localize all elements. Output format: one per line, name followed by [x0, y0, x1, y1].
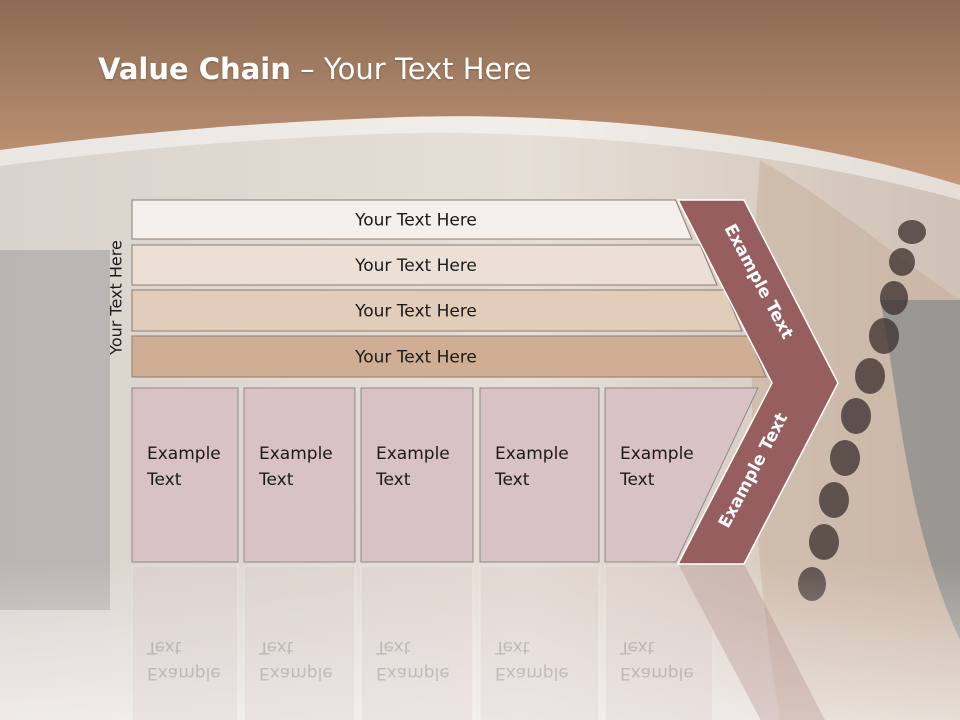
support-row: Your Text Here: [131, 335, 767, 378]
primary-box-line2: Text: [619, 470, 655, 490]
svg-text:Example: Example: [495, 663, 569, 683]
title-rest: – Your Text Here: [290, 52, 532, 86]
support-row-label: Your Text Here: [354, 211, 477, 231]
primary-box-line2: Text: [258, 470, 294, 490]
slide-title: Value Chain – Your Text Here: [98, 52, 532, 86]
svg-text:Text: Text: [619, 637, 655, 657]
support-row-bar: [131, 244, 718, 286]
svg-text:Text: Text: [375, 637, 411, 657]
primary-box-line1: Example: [376, 444, 450, 464]
svg-text:Example: Example: [147, 663, 221, 683]
svg-text:Text: Text: [146, 637, 182, 657]
svg-text:Text: Text: [494, 637, 530, 657]
svg-text:Example: Example: [620, 663, 694, 683]
primary-box-line1: Example: [147, 444, 221, 464]
support-row: Your Text Here: [131, 199, 693, 240]
support-row-label: Your Text Here: [354, 302, 477, 322]
svg-text:Text: Text: [258, 637, 294, 657]
primary-box-line1: Example: [495, 444, 569, 464]
support-row-bar: [131, 199, 693, 240]
support-row: Your Text Here: [131, 244, 718, 286]
primary-box-line2: Text: [146, 470, 182, 490]
support-row-label: Your Text Here: [354, 256, 477, 276]
support-row-bar: [131, 335, 767, 378]
support-row-bar: [131, 289, 743, 332]
support-row-label: Your Text Here: [354, 348, 477, 368]
primary-box-line1: Example: [620, 444, 694, 464]
svg-text:Example: Example: [376, 663, 450, 683]
primary-box-line2: Text: [494, 470, 530, 490]
svg-text:Example: Example: [259, 663, 333, 683]
support-row: Your Text Here: [131, 289, 743, 332]
title-bold: Value Chain: [98, 52, 291, 86]
primary-box-line2: Text: [375, 470, 411, 490]
primary-box-line1: Example: [259, 444, 333, 464]
